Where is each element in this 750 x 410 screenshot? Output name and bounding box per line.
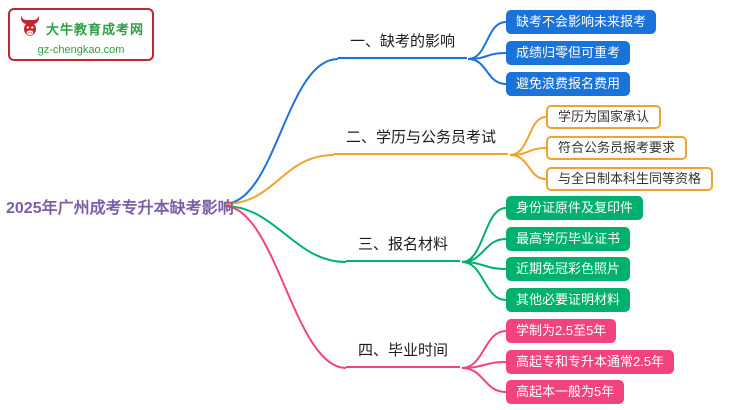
branch-1-label: 一、缺考的影响 (338, 29, 468, 59)
branch-1-child-1: 缺考不会影响未来报考 (506, 10, 657, 34)
branch-2-child-2: 符合公务员报考要求 (546, 136, 688, 160)
site-url: gz-chengkao.com (37, 44, 125, 56)
branch-4-child-1: 学制为2.5至5年 (506, 319, 617, 343)
logo-box: 大牛教育成考网 gz-chengkao.com (8, 8, 155, 61)
ox-icon (18, 14, 42, 43)
branch-3-child-2: 最高学历毕业证书 (506, 227, 631, 251)
branch-4-child-2: 高起专和专升本通常2.5年 (506, 350, 675, 374)
branch-4-label: 四、毕业时间 (346, 338, 461, 368)
branch-4-child-3: 高起本一般为5年 (506, 380, 625, 404)
branch-2-child-3: 与全日制本科生同等资格 (546, 167, 714, 191)
branch-1-child-3: 避免浪费报名费用 (506, 72, 631, 96)
branch-3-label: 三、报名材料 (346, 232, 461, 262)
branch-3-child-1: 身份证原件及复印件 (506, 196, 644, 220)
branch-2-child-1: 学历为国家承认 (546, 105, 662, 129)
branch-3-child-4: 其他必要证明材料 (506, 288, 631, 312)
branch-3-child-3: 近期免冠彩色照片 (506, 257, 631, 281)
branch-1-child-2: 成绩归零但可重考 (506, 41, 631, 65)
central-topic: 2025年广州成考专升本缺考影响 (6, 200, 234, 217)
site-name: 大牛教育成考网 (46, 22, 145, 37)
branch-2-label: 二、学历与公务员考试 (334, 125, 509, 155)
